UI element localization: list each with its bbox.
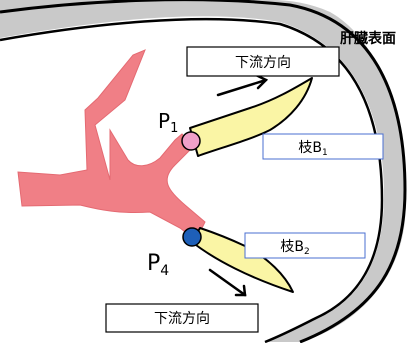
branch-b2-sub: 2 xyxy=(304,247,310,257)
p4-label: P4 xyxy=(147,251,169,279)
branch-b1-box: 枝B1 xyxy=(263,134,383,159)
p1-label: P1 xyxy=(158,109,178,136)
branch-b1-sub: 1 xyxy=(322,148,328,158)
p1-label-sub: 1 xyxy=(170,121,178,136)
p1-label-main: P xyxy=(158,109,170,133)
arrow-bottom xyxy=(210,270,245,295)
branch-b2-box: 枝B2 xyxy=(245,233,365,258)
flow-box-top: 下流方向 xyxy=(187,47,339,76)
flow-box-bottom: 下流方向 xyxy=(106,304,258,332)
flow-box-bottom-text: 下流方向 xyxy=(154,311,210,327)
liver-surface-label: 肝臓表面 xyxy=(340,30,396,47)
branch-b1-main: 枝B xyxy=(298,140,322,156)
p1-point xyxy=(182,132,200,150)
p4-label-main: P xyxy=(147,251,160,276)
flow-box-top-text: 下流方向 xyxy=(235,55,291,71)
p4-point xyxy=(183,228,201,246)
p4-label-sub: 4 xyxy=(160,263,169,279)
branch-b2-main: 枝B xyxy=(280,239,304,255)
arrow-top xyxy=(218,75,266,95)
portal-vessel xyxy=(18,50,205,238)
